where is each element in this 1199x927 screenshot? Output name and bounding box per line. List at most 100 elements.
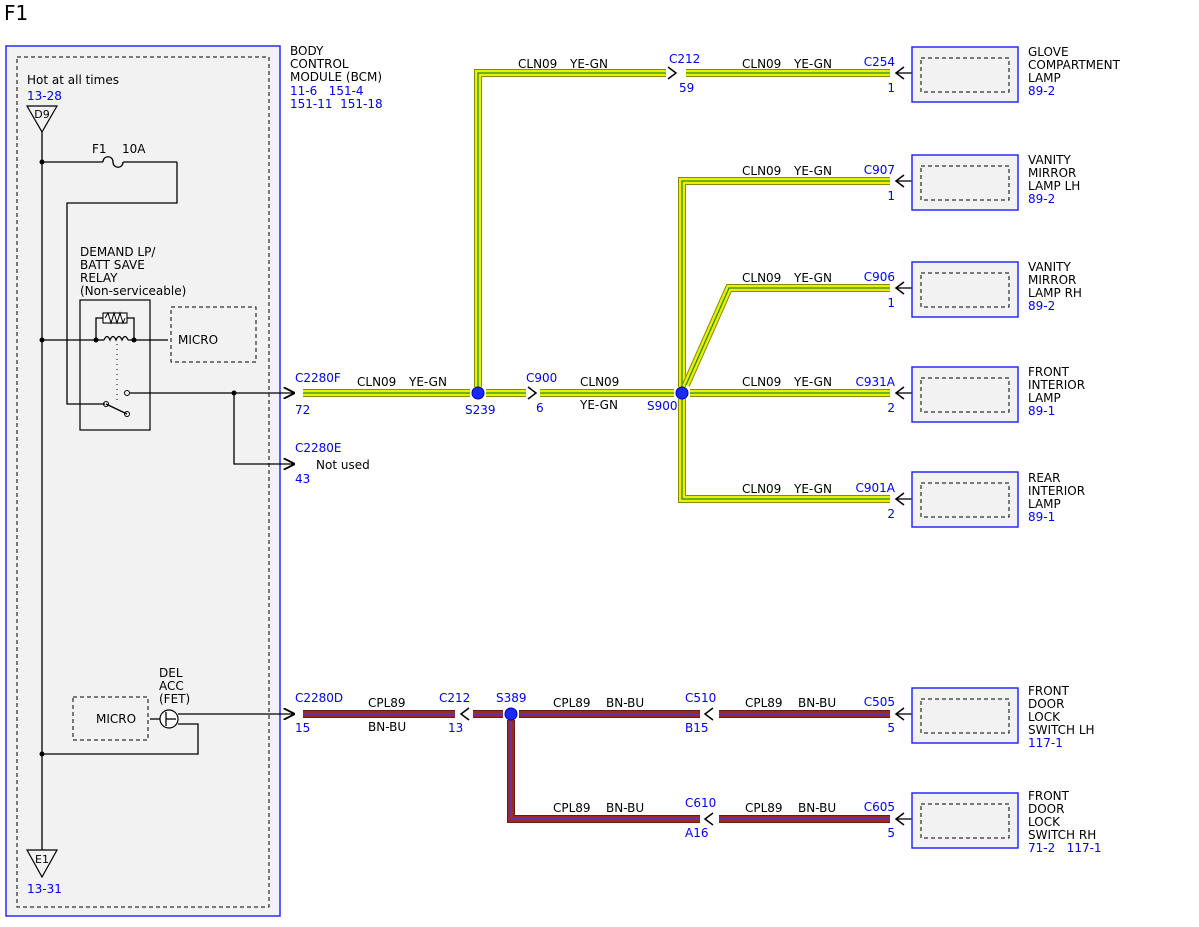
- connector-arrows: [459, 66, 912, 826]
- top-ref: 13-28: [27, 89, 62, 103]
- wire-color: YE-GN: [579, 398, 618, 412]
- page-title: F1: [4, 1, 28, 25]
- relay-label: DEMAND LP/: [80, 245, 156, 259]
- splices: [471, 386, 689, 721]
- c254-name: C254: [864, 55, 895, 69]
- bcm-label: BODY CONTROL MODULE (BCM) 11-6 151-4 151…: [290, 44, 383, 111]
- relay-label: (Non-serviceable): [80, 284, 186, 298]
- wire-circuit: CLN09: [742, 271, 781, 285]
- del-acc-fet: DEL ACC (FET) MICRO: [42, 666, 295, 755]
- relay-label: RELAY: [80, 271, 118, 285]
- front-interior-label: INTERIOR: [1028, 378, 1085, 392]
- c931a-pin: 2: [887, 401, 895, 415]
- door-lock-lh-label: DOOR: [1028, 697, 1064, 711]
- splice-s900: [675, 386, 689, 400]
- glove-label: LAMP: [1028, 71, 1061, 85]
- bottom-pin-triangle: [25, 849, 59, 879]
- wire-s900-c906: [682, 284, 890, 387]
- vanity-lh-label: LAMP LH: [1028, 179, 1080, 193]
- wire-circuit: CPL89: [745, 801, 783, 815]
- c931a-name: C931A: [856, 375, 896, 389]
- wire-s900-c901a: [678, 399, 890, 503]
- s900-label: S900: [647, 399, 678, 413]
- c2280f-pin: 72: [295, 403, 310, 417]
- wire-circuit: CLN09: [580, 375, 619, 389]
- wire-color: YE-GN: [793, 164, 832, 178]
- bcm-ref: 11-6 151-4: [290, 84, 364, 98]
- fet-micro-label: MICRO: [96, 712, 136, 726]
- c2280e-note: Not used: [316, 458, 370, 472]
- glove-label: GLOVE: [1028, 45, 1069, 59]
- front-interior-label: LAMP: [1028, 391, 1061, 405]
- c212-top-name: C212: [669, 52, 700, 66]
- c510-pin: B15: [685, 721, 709, 735]
- wire-s389-c610: [507, 720, 700, 823]
- c2280f-name: C2280F: [295, 371, 341, 385]
- wire-s239-c212: [474, 69, 666, 387]
- hot-label: Hot at all times: [27, 73, 119, 87]
- bcm-name-line: MODULE (BCM): [290, 70, 382, 84]
- batt-save-relay: DEMAND LP/ BATT SAVE RELAY (Non-servicea…: [42, 245, 257, 431]
- fuse-rating: 10A: [122, 142, 146, 156]
- c2280e-name: C2280E: [295, 441, 342, 455]
- wire-circuit: CPL89: [553, 801, 591, 815]
- bcm-name-line: CONTROL: [290, 57, 349, 71]
- c900-name: C900: [526, 371, 557, 385]
- front-door-lock-switch-rh: [911, 792, 1019, 849]
- wire-circuit: CPL89: [553, 696, 591, 710]
- connector-labels: C2280F 72 C2280E 43 Not used C2280D 15 C…: [295, 52, 896, 840]
- s239-label: S239: [465, 403, 496, 417]
- front-interior-ref: 89-1: [1028, 404, 1055, 418]
- c906-name: C906: [864, 270, 895, 284]
- c2280d-pin: 15: [295, 721, 310, 735]
- vanity-mirror-lamp-lh: [911, 154, 1019, 211]
- rear-interior-label: LAMP: [1028, 497, 1061, 511]
- vanity-rh-ref: 89-2: [1028, 299, 1055, 313]
- rear-interior-lamp: [911, 471, 1019, 528]
- splice-s239: [471, 386, 485, 400]
- wire-color: BN-BU: [606, 696, 644, 710]
- c900-pin: 6: [536, 401, 544, 415]
- door-lock-rh-ref: 71-2 117-1: [1028, 841, 1102, 855]
- door-lock-rh-label: SWITCH RH: [1028, 828, 1096, 842]
- c254-pin: 1: [887, 81, 895, 95]
- glove-ref: 89-2: [1028, 84, 1055, 98]
- door-lock-lh-label: SWITCH LH: [1028, 723, 1095, 737]
- relay-label: BATT SAVE: [80, 258, 145, 272]
- door-lock-lh-label: LOCK: [1028, 710, 1061, 724]
- relay-micro-label: MICRO: [178, 333, 218, 347]
- c212-bot-pin: 13: [448, 721, 463, 735]
- wire-circuit: CLN09: [742, 57, 781, 71]
- wire-color: YE-GN: [569, 57, 608, 71]
- rear-interior-ref: 89-1: [1028, 510, 1055, 524]
- wire-color: YE-GN: [408, 375, 447, 389]
- c907-name: C907: [864, 163, 895, 177]
- relay-output-wiring: [130, 391, 295, 465]
- component-labels: GLOVE COMPARTMENT LAMP 89-2 VANITY MIRRO…: [1028, 45, 1121, 855]
- c510-name: C510: [685, 691, 716, 705]
- bcm-module: [5, 45, 281, 917]
- door-lock-rh-label: DOOR: [1028, 802, 1064, 816]
- fuse-name: F1: [92, 142, 107, 156]
- c2280e-pin: 43: [295, 472, 310, 486]
- glove-label: COMPARTMENT: [1028, 58, 1121, 72]
- c901a-name: C901A: [856, 481, 896, 495]
- wire-color: BN-BU: [606, 801, 644, 815]
- s389-label: S389: [496, 691, 527, 705]
- wire-color: YE-GN: [793, 375, 832, 389]
- wire-color: BN-BU: [798, 801, 836, 815]
- wire-color: BN-BU: [798, 696, 836, 710]
- vanity-rh-label: LAMP RH: [1028, 286, 1082, 300]
- vanity-lh-label: MIRROR: [1028, 166, 1076, 180]
- c605-pin: 5: [887, 826, 895, 840]
- wire-circuit: CLN09: [357, 375, 396, 389]
- splice-s389: [504, 707, 518, 721]
- bcm-name-line: BODY: [290, 44, 324, 58]
- door-lock-lh-ref: 117-1: [1028, 736, 1063, 750]
- glove-compartment-lamp: [911, 46, 1019, 103]
- vanity-lh-label: VANITY: [1028, 153, 1071, 167]
- wire-color: YE-GN: [793, 57, 832, 71]
- door-lock-lh-label: FRONT: [1028, 684, 1070, 698]
- fet-label: (FET): [159, 692, 190, 706]
- c212-top-pin: 59: [679, 81, 694, 95]
